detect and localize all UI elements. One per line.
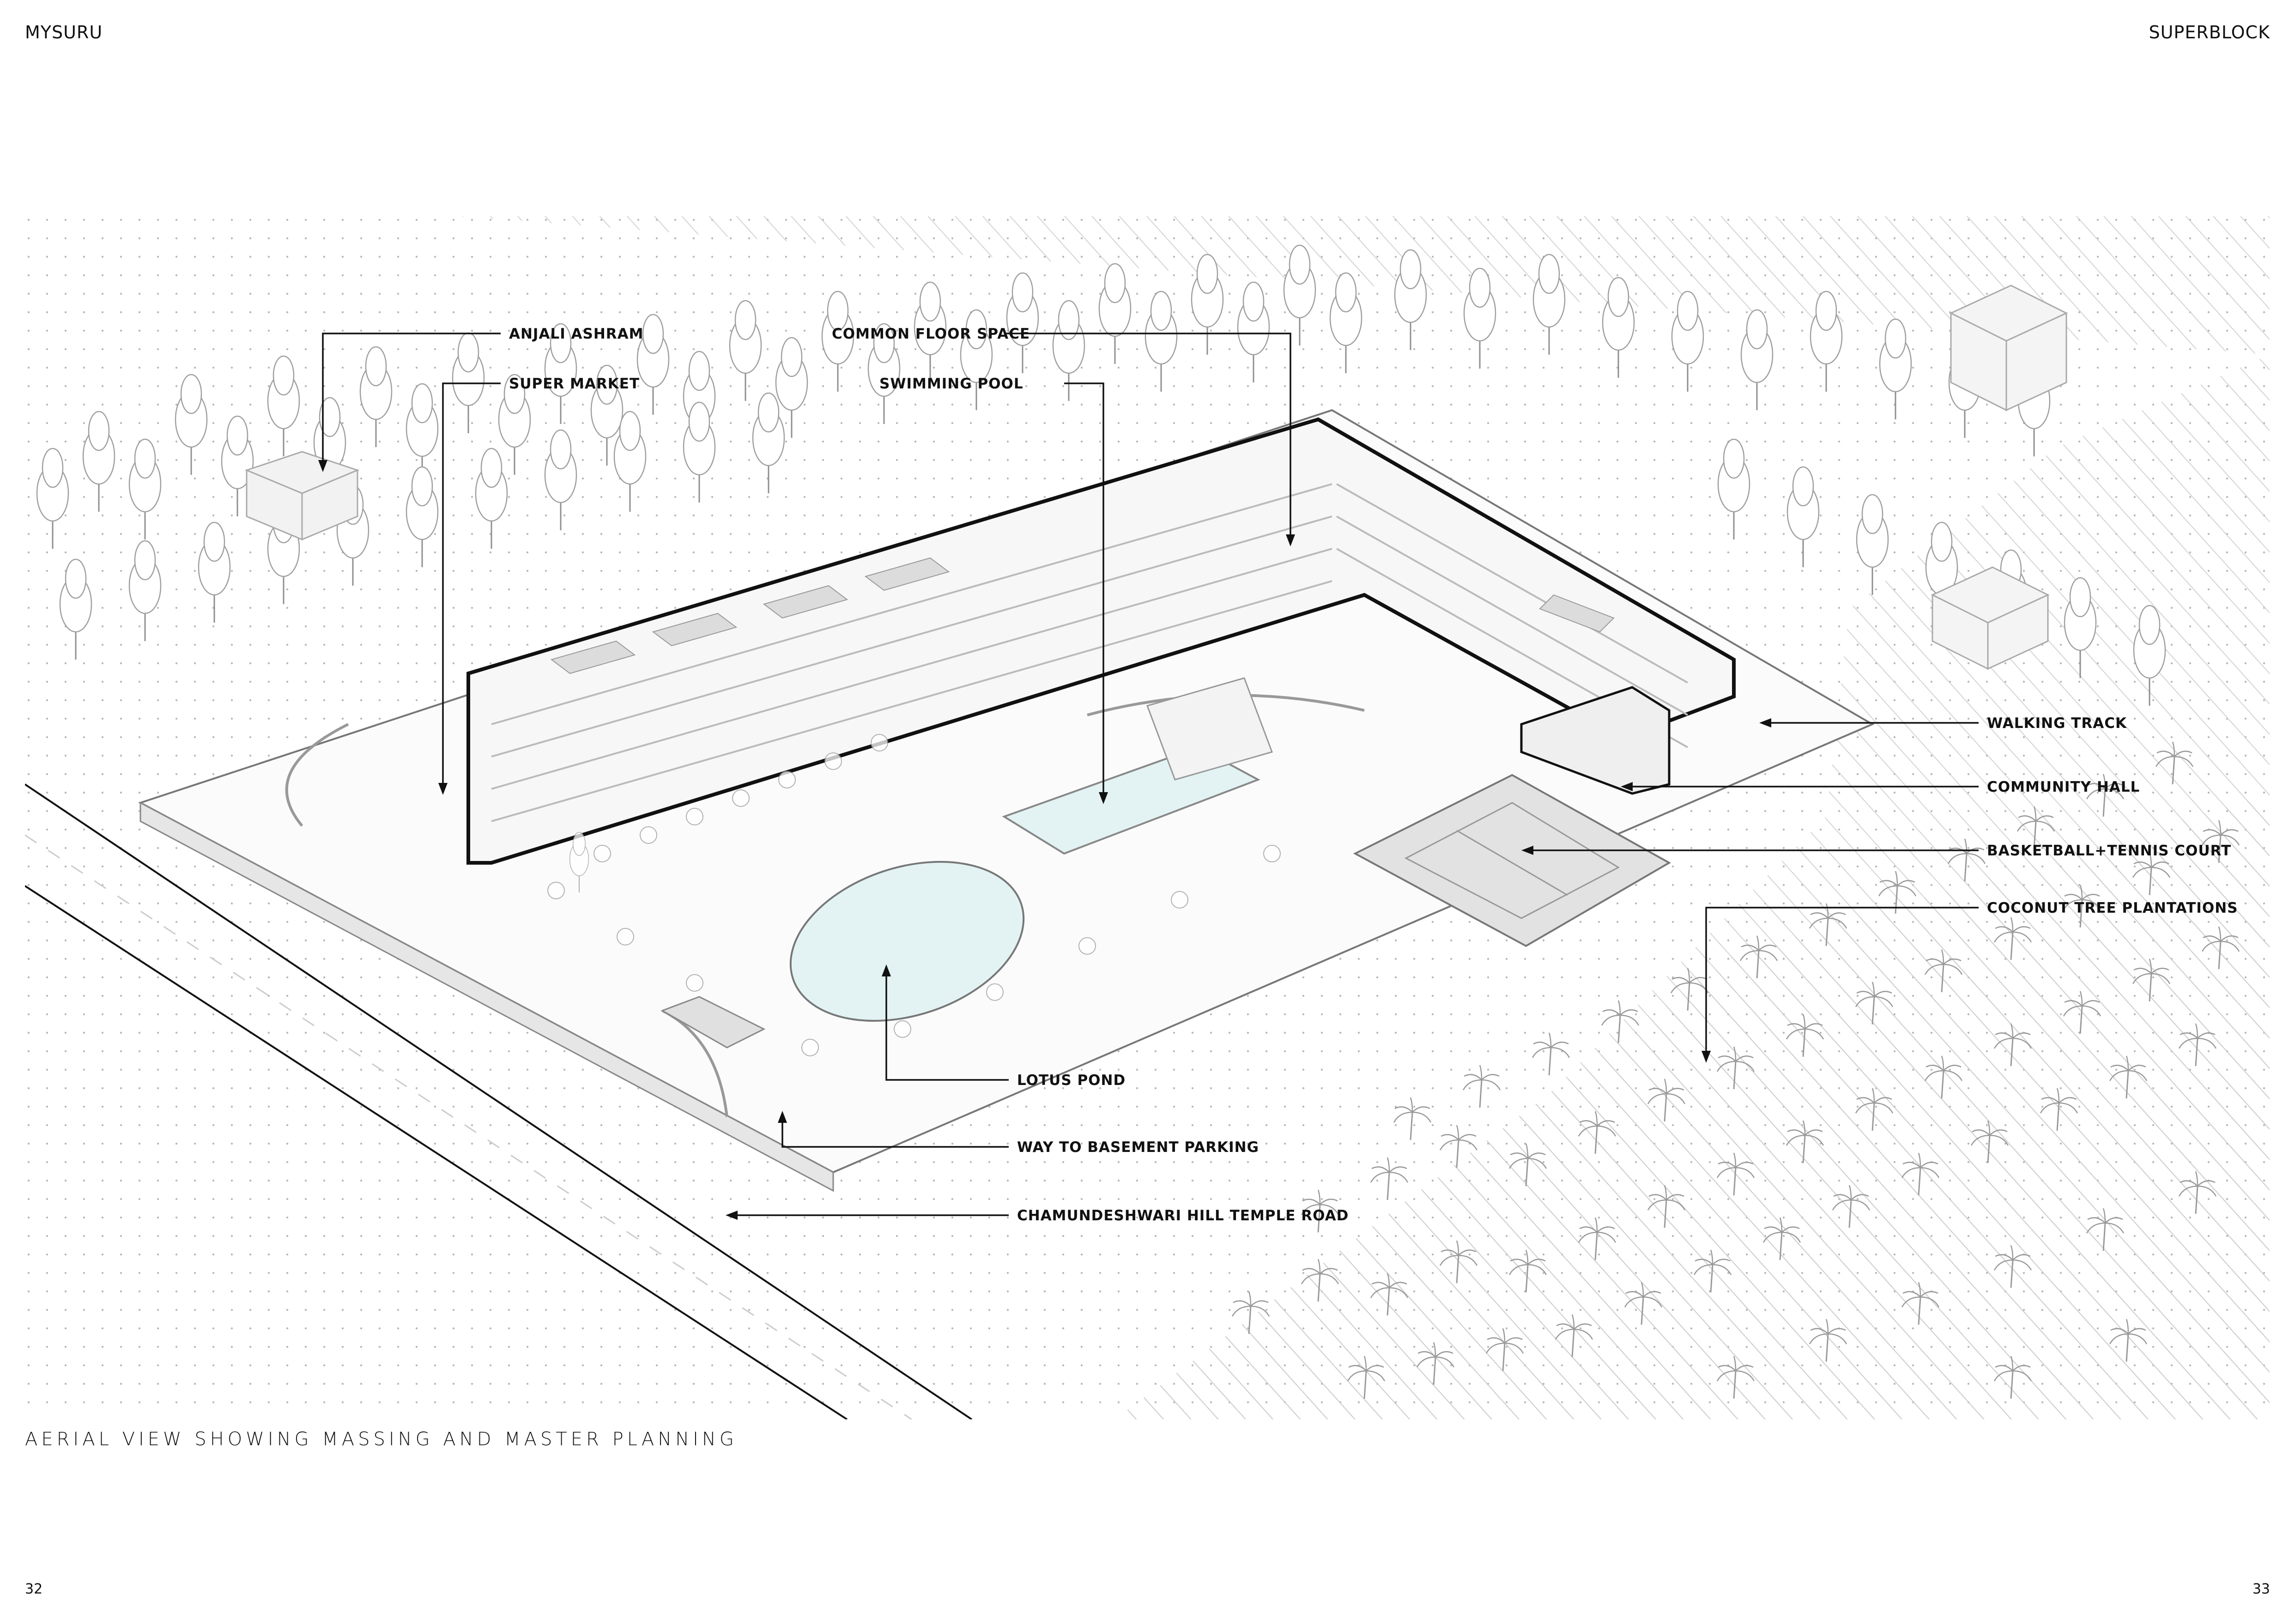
leader-lines (322, 333, 1979, 1216)
arrowheads (318, 460, 1771, 1220)
basement-ramp (660, 996, 766, 1048)
page-number-right: 33 (2252, 1581, 2270, 1597)
page-number-left: 32 (25, 1581, 43, 1597)
label-lotus-pond: LOTUS POND (1017, 1072, 1126, 1089)
community-hall-volume (1520, 686, 1671, 795)
label-anjali-ashram: ANJALI ASHRAM (509, 326, 644, 342)
header-location: MYSURU (25, 22, 103, 42)
chamundeshwari-road (25, 783, 973, 1419)
courtyard-trees (547, 734, 1281, 1056)
label-common-floor-space: COMMON FLOOR SPACE (832, 326, 1030, 342)
sports-court-drawing (1353, 774, 1671, 947)
ashram-block (244, 451, 360, 541)
lotus-pond-drawing (789, 860, 1025, 1022)
label-temple-road: CHAMUNDESHWARI HILL TEMPLE ROAD (1017, 1207, 1349, 1224)
label-super-market: SUPER MARKET (509, 376, 640, 392)
label-coconut-plantations: COCONUT TREE PLANTATIONS (1987, 900, 2238, 916)
main-building (466, 417, 1736, 865)
drawing-caption: AERIAL VIEW SHOWING MASSING AND MASTER P… (25, 1429, 738, 1450)
neighbour-block-2 (1931, 566, 2050, 670)
aerial-axonometric-drawing: ANJALI ASHRAM SUPER MARKET COMMON FLOOR … (25, 216, 2270, 1419)
label-basement-parking: WAY TO BASEMENT PARKING (1017, 1139, 1259, 1156)
plantation-field (1115, 794, 2270, 1419)
neighbour-block-1 (1949, 285, 2068, 412)
header-project: SUPERBLOCK (2149, 22, 2270, 42)
label-walking-track: WALKING TRACK (1987, 715, 2127, 732)
swimming-pool-drawing (1002, 677, 1273, 855)
label-community-hall: COMMUNITY HALL (1987, 779, 2140, 795)
label-swimming-pool: SWIMMING POOL (879, 376, 1023, 392)
label-basketball-tennis-court: BASKETBALL+TENNIS COURT (1987, 842, 2231, 859)
